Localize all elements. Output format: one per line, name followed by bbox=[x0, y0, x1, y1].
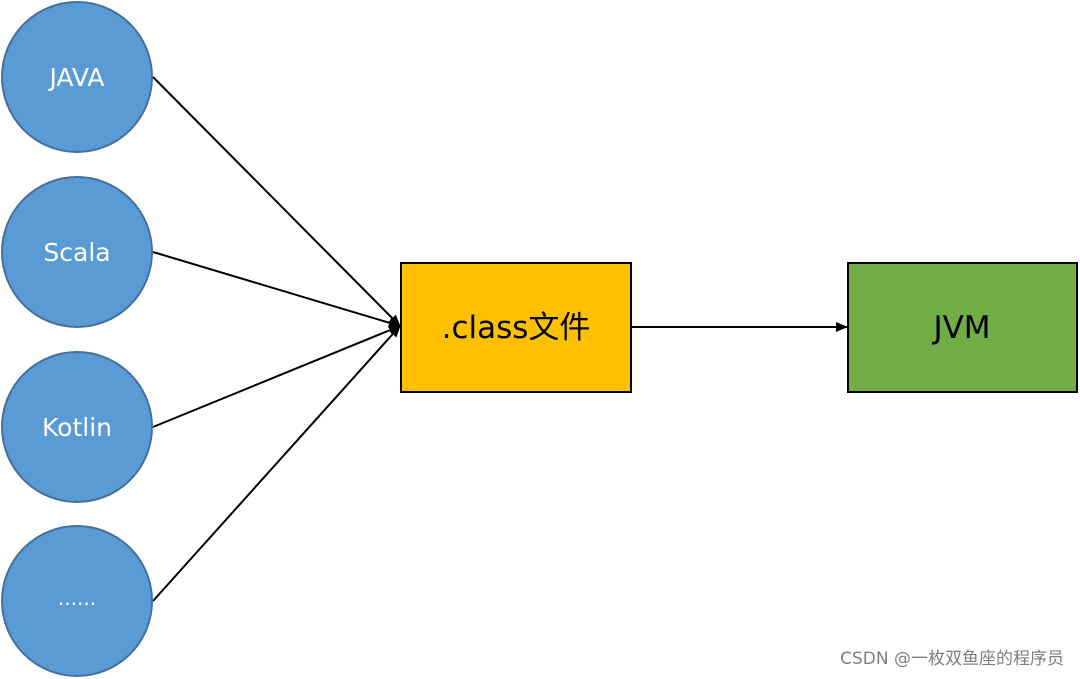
jvm-label: JVM bbox=[931, 310, 990, 346]
source-node-scala-label: Scala bbox=[43, 238, 110, 267]
source-node-scala: Scala bbox=[1, 176, 153, 328]
edge-more-to-class bbox=[152, 325, 401, 602]
edge-scala-to-class bbox=[152, 251, 401, 328]
source-node-more-circle bbox=[1, 525, 153, 677]
source-node-java-label: JAVA bbox=[47, 63, 104, 92]
edge-kotlin-to-class bbox=[152, 325, 401, 428]
source-node-more: ...... bbox=[1, 525, 153, 677]
source-node-kotlin-circle bbox=[1, 351, 153, 503]
source-node-java-circle bbox=[1, 1, 153, 153]
edge-java-to-class bbox=[152, 76, 401, 327]
source-node-scala-circle bbox=[1, 176, 153, 328]
class-file-label: .class文件 bbox=[442, 310, 591, 346]
class-file-rect bbox=[400, 262, 632, 393]
source-node-more-label: ...... bbox=[58, 586, 96, 610]
source-node-kotlin-label: Kotlin bbox=[42, 413, 112, 442]
jvm-rect bbox=[847, 262, 1078, 393]
source-node-java: JAVA bbox=[1, 1, 153, 153]
source-node-kotlin: Kotlin bbox=[1, 351, 153, 503]
watermark-text: CSDN @一枚双鱼座的程序员 bbox=[840, 649, 1064, 669]
class-file-box: .class文件 bbox=[400, 262, 632, 393]
jvm-box: JVM bbox=[847, 262, 1078, 393]
